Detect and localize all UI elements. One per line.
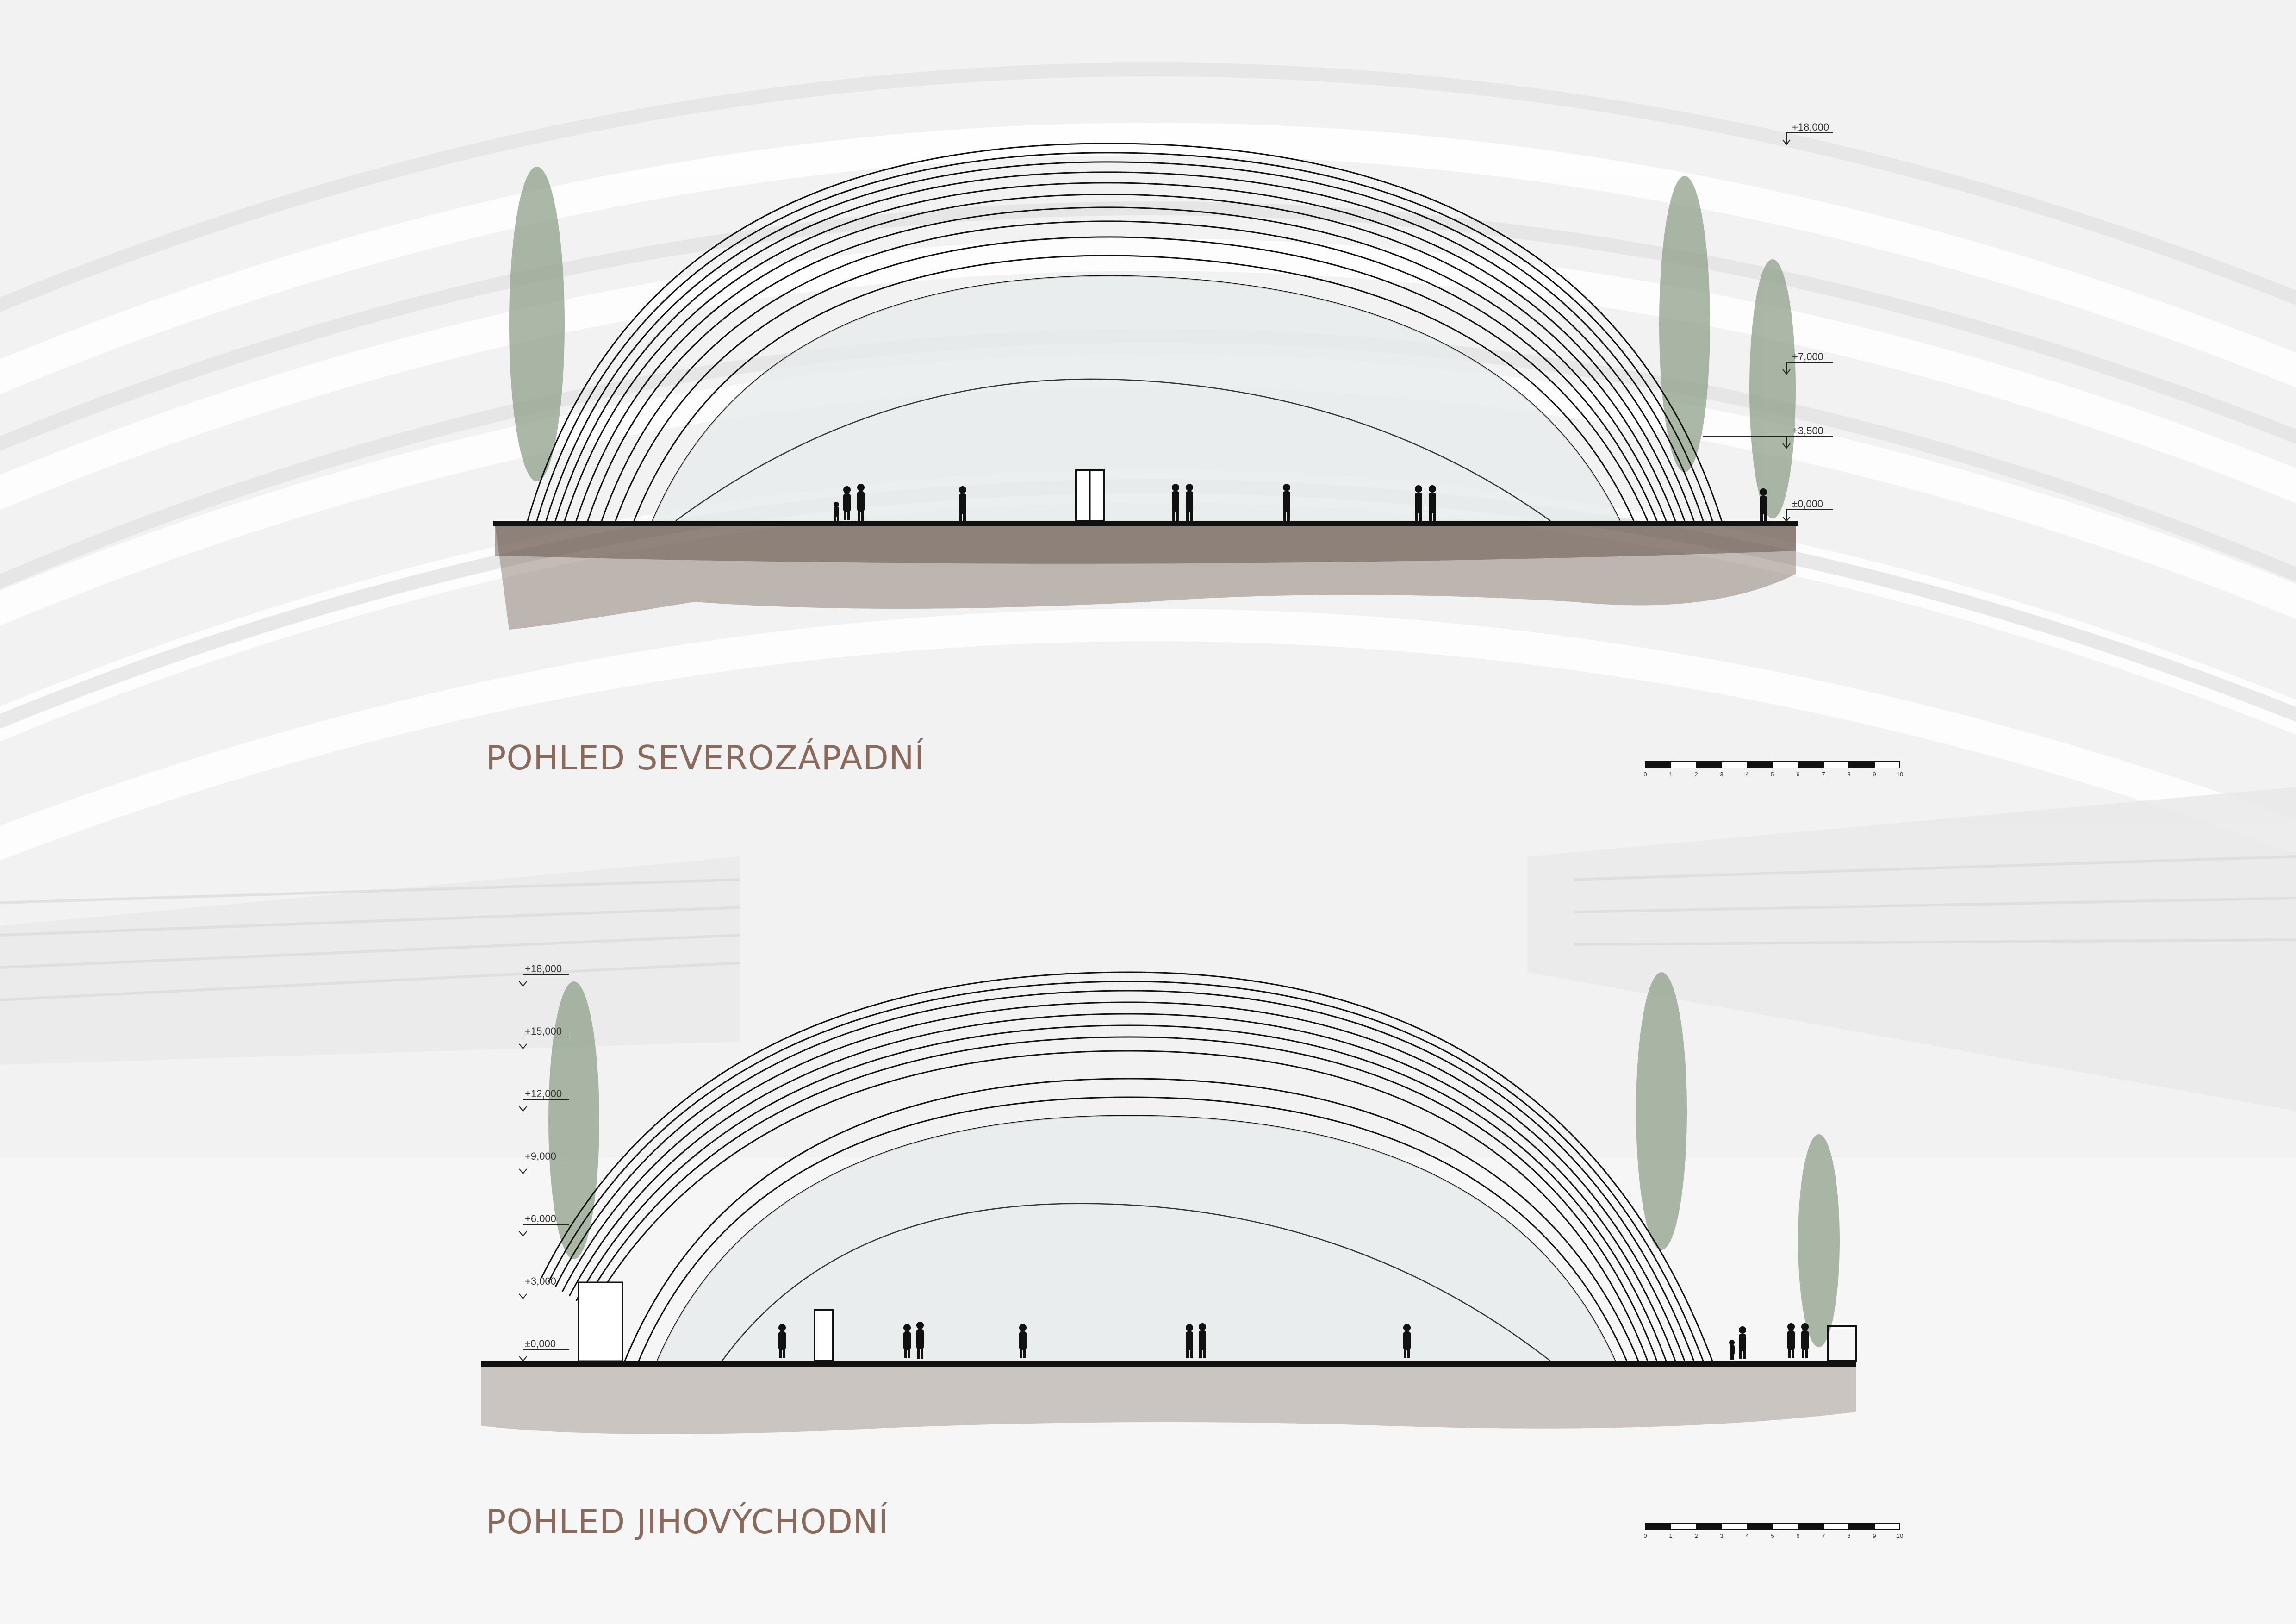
scale-segment xyxy=(1874,1523,1900,1530)
level-label: +18,000 xyxy=(1792,121,1829,133)
scale-label: 3 xyxy=(1720,771,1723,778)
scale-bar: 0 1 2 3 4 5 6 7 8 9 10 xyxy=(1643,1523,1903,1539)
level-markers xyxy=(1703,132,1833,522)
level-label: +6,000 xyxy=(525,1213,556,1224)
scale-label: 9 xyxy=(1873,771,1876,778)
tree-icon xyxy=(509,167,1796,518)
ground-line xyxy=(481,1361,1856,1367)
view-title: POHLED SEVEROZÁPADNÍ xyxy=(486,738,925,777)
scale-label: 5 xyxy=(1771,1532,1774,1539)
scale-label: 1 xyxy=(1669,771,1672,778)
level-label: +9,000 xyxy=(525,1150,556,1162)
scale-segment xyxy=(1645,1523,1671,1530)
scale-segment xyxy=(1747,1523,1773,1530)
inner-membrane xyxy=(657,1116,1615,1361)
level-label: +3,500 xyxy=(1792,425,1823,437)
soil-section xyxy=(481,1366,1856,1434)
scale-label: 5 xyxy=(1771,771,1774,778)
scale-label: 7 xyxy=(1822,771,1825,778)
level-label: +15,000 xyxy=(525,1025,562,1037)
level-label: ±0,000 xyxy=(1792,498,1823,510)
scale-segment xyxy=(1848,1523,1875,1530)
scale-label: 6 xyxy=(1796,1532,1799,1539)
level-label: +3,000 xyxy=(525,1275,556,1287)
scale-label: 8 xyxy=(1847,771,1850,778)
level-label: +7,000 xyxy=(1792,351,1823,362)
inner-membrane xyxy=(653,275,1620,521)
scale-segment xyxy=(1823,1523,1849,1530)
scale-segment xyxy=(1670,1523,1697,1530)
level-markers xyxy=(519,974,602,1362)
tree-icon xyxy=(548,972,1840,1347)
scale-label: 8 xyxy=(1847,1532,1850,1539)
scale-label: 10 xyxy=(1897,1532,1903,1539)
view-title: POHLED JIHOVÝCHODNÍ xyxy=(486,1502,889,1541)
scale-segment xyxy=(1696,1523,1722,1530)
scale-label: 6 xyxy=(1796,771,1799,778)
scale-label: 7 xyxy=(1822,1532,1825,1539)
scale-segment xyxy=(1798,1523,1824,1530)
level-label: ±0,000 xyxy=(525,1338,556,1349)
scale-label: 4 xyxy=(1745,1532,1748,1539)
door xyxy=(814,1309,834,1362)
scale-segment xyxy=(1721,1523,1748,1530)
level-label: +12,000 xyxy=(525,1088,562,1099)
scale-label: 3 xyxy=(1720,1532,1723,1539)
scale-label: 4 xyxy=(1745,771,1748,778)
ground-line xyxy=(493,521,1798,526)
scale-segment xyxy=(1772,1523,1798,1530)
people-silhouettes xyxy=(834,484,1767,523)
scale-label: 0 xyxy=(1643,1532,1647,1539)
scale-bar: 0 1 2 3 4 5 6 7 8 9 10 xyxy=(1643,761,1903,778)
scale-label: 1 xyxy=(1669,1532,1672,1539)
level-label: +18,000 xyxy=(525,963,562,974)
scale-segment xyxy=(1874,761,1900,768)
scale-label: 0 xyxy=(1643,771,1647,778)
scale-label: 2 xyxy=(1694,1532,1698,1539)
scale-label: 9 xyxy=(1873,1532,1876,1539)
scale-label: 10 xyxy=(1897,771,1903,778)
scale-label: 2 xyxy=(1694,771,1698,778)
people-silhouettes xyxy=(778,1322,1809,1360)
